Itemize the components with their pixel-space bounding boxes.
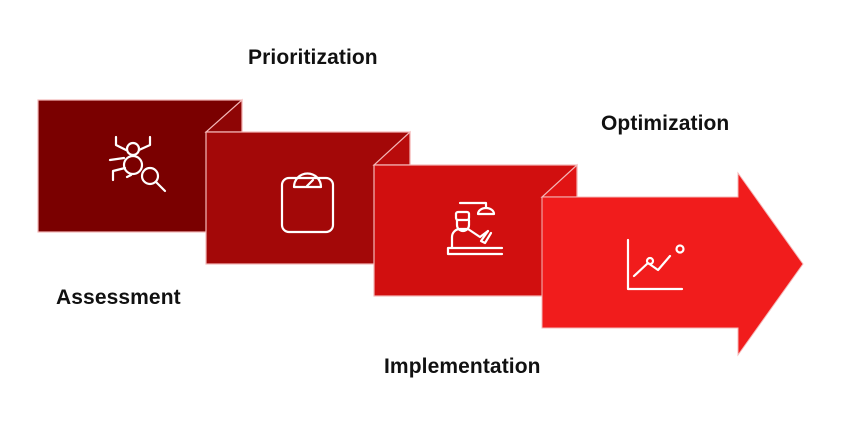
weighing-scale-icon <box>280 172 335 234</box>
line-chart-icon <box>626 238 685 291</box>
step-4-arrow <box>541 171 804 357</box>
step-label-implementation: Implementation <box>384 355 541 378</box>
step-label-prioritization: Prioritization <box>248 46 378 69</box>
worker-at-desk-icon <box>446 201 504 256</box>
step-label-assessment: Assessment <box>56 286 181 309</box>
step-label-optimization: Optimization <box>601 112 730 135</box>
bug-search-icon <box>108 135 167 193</box>
